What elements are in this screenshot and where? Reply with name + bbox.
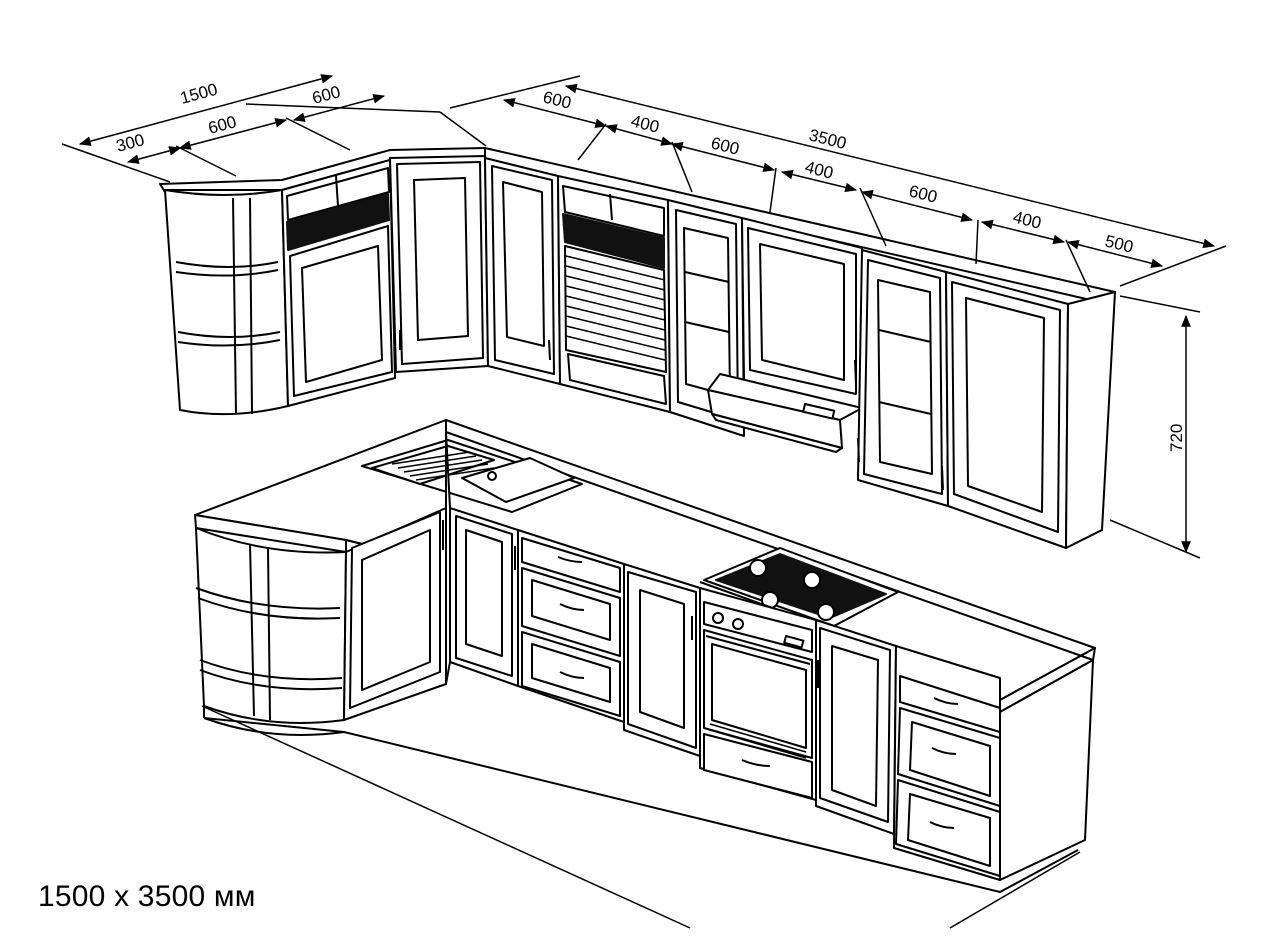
cooktop (699, 547, 899, 631)
upper-hood-cabinet (741, 217, 863, 411)
oven (699, 587, 817, 801)
upper-shutter-cabinet (557, 175, 671, 413)
range-hood (707, 373, 863, 453)
dim-label-600-right-c: 600 (907, 181, 939, 206)
dim-label-500: 500 (1103, 231, 1135, 256)
dim-line-300 (126, 146, 182, 164)
dim-label-400-right-c: 400 (1011, 207, 1043, 232)
lower-corner-shelf (195, 527, 347, 736)
upper-glass-cabinet-2 (857, 249, 949, 507)
lower-cabinet-corner (445, 431, 519, 687)
dim-line-600-right-a (502, 98, 608, 128)
dim-line-600-left-b (292, 94, 386, 122)
dim-label-1500: 1500 (178, 80, 219, 108)
upper-cabinet-2 (484, 157, 561, 385)
lower-left-cabinet (343, 507, 447, 721)
dim-label-3500: 3500 (807, 125, 848, 153)
dim-label-600-right-a: 600 (541, 87, 573, 112)
dim-line-600-right-b (670, 142, 776, 172)
upper-corner-shelf (164, 189, 289, 416)
dim-line-1500 (78, 74, 334, 146)
dim-line-600-left-a (178, 118, 288, 150)
plinth-line (203, 717, 1079, 893)
upper-corner-cabinet (389, 155, 489, 373)
lower-drawer-unit-2 (893, 645, 1094, 881)
lower-door-cabinet-2 (623, 563, 701, 757)
dim-label-600-left-b: 600 (310, 82, 342, 108)
floor-lines (201, 705, 1081, 929)
dim-line-600-right-c (860, 190, 974, 222)
dim-label-720: 720 (1167, 424, 1186, 452)
dim-line-400-right-c (980, 219, 1066, 245)
lower-door-cabinet-3 (815, 619, 897, 835)
upper-right-cabinet (945, 271, 1116, 549)
kitchen-size-caption: 1500 x 3500 мм (38, 880, 256, 913)
lower-drawer-unit-1 (517, 529, 625, 723)
dim-line-400-right-b (780, 169, 858, 193)
dim-line-500 (1066, 240, 1164, 268)
dim-line-400-right-a (604, 124, 674, 146)
upper-left-cabinet (281, 159, 396, 407)
sink (361, 439, 583, 513)
dim-line-3500 (564, 83, 1216, 249)
